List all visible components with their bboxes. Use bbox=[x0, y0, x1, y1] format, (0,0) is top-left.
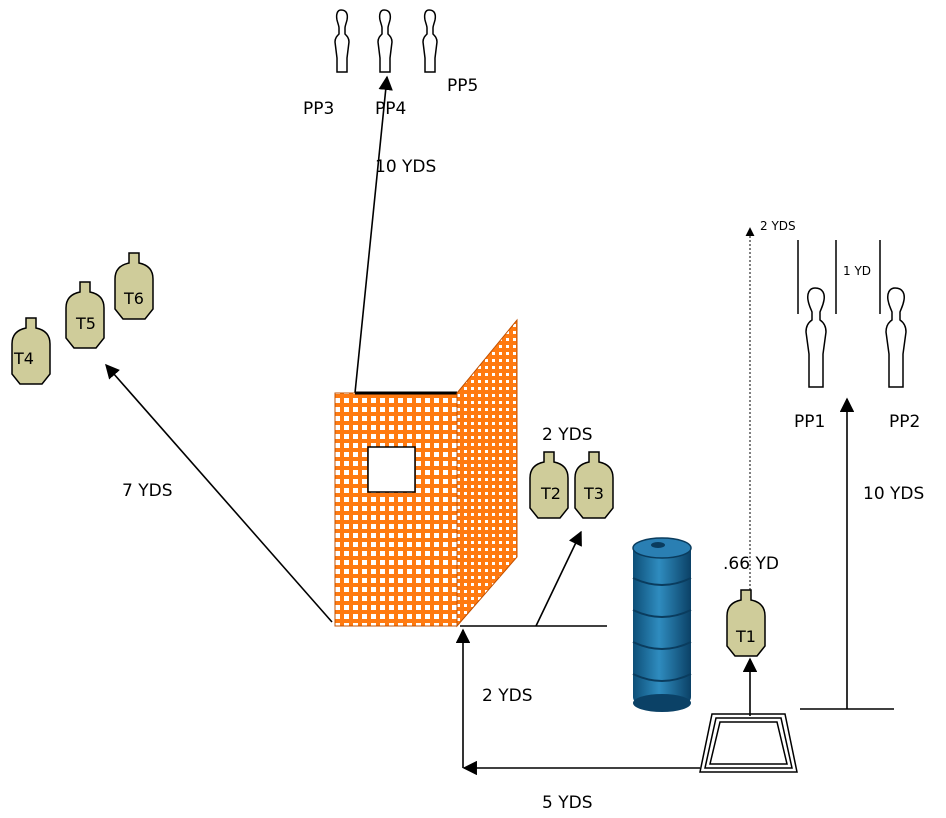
dist-pp345: 10 YDS bbox=[375, 157, 436, 177]
popper-pp4 bbox=[377, 9, 393, 73]
label-pp3: PP3 bbox=[303, 99, 334, 119]
target-t6 bbox=[114, 252, 154, 320]
label-pp1: PP1 bbox=[794, 412, 825, 432]
target-t3 bbox=[574, 451, 614, 519]
arrow-to-t456 bbox=[105, 363, 333, 623]
label-t3: T3 bbox=[583, 484, 604, 503]
shooting-box bbox=[699, 713, 798, 773]
dist-pp1-dotted: 2 YDS bbox=[760, 219, 796, 233]
label-t6: T6 bbox=[123, 289, 144, 308]
popper-pp5 bbox=[422, 9, 438, 73]
popper-pp2 bbox=[885, 287, 907, 388]
dist-pp-spacing: 1 YD bbox=[843, 264, 871, 278]
label-pp4: PP4 bbox=[375, 99, 406, 119]
label-t1: T1 bbox=[735, 627, 756, 646]
dist-pp12: 10 YDS bbox=[863, 484, 924, 504]
dist-t1: .66 YD bbox=[723, 554, 779, 574]
dist-box-to-corner: 5 YDS bbox=[542, 793, 593, 813]
label-pp2: PP2 bbox=[889, 412, 920, 432]
barrel bbox=[632, 537, 692, 712]
label-t5: T5 bbox=[75, 314, 96, 333]
popper-pp3 bbox=[334, 9, 350, 73]
target-t1 bbox=[726, 589, 766, 657]
arrow-to-pp345 bbox=[354, 75, 393, 394]
target-t4 bbox=[11, 317, 51, 385]
wall-window bbox=[367, 446, 416, 493]
arrow-to-t23 bbox=[535, 530, 582, 627]
dist-wall-to-corner: 2 YDS bbox=[482, 686, 533, 706]
label-t2: T2 bbox=[540, 484, 561, 503]
dist-t23: 2 YDS bbox=[542, 425, 593, 445]
target-t5 bbox=[65, 281, 105, 349]
target-t2 bbox=[529, 451, 569, 519]
dist-t456: 7 YDS bbox=[122, 481, 173, 501]
label-t4: T4 bbox=[13, 349, 34, 368]
label-pp5: PP5 bbox=[447, 76, 478, 96]
popper-pp1 bbox=[805, 287, 827, 388]
barricade-wall bbox=[334, 318, 518, 628]
